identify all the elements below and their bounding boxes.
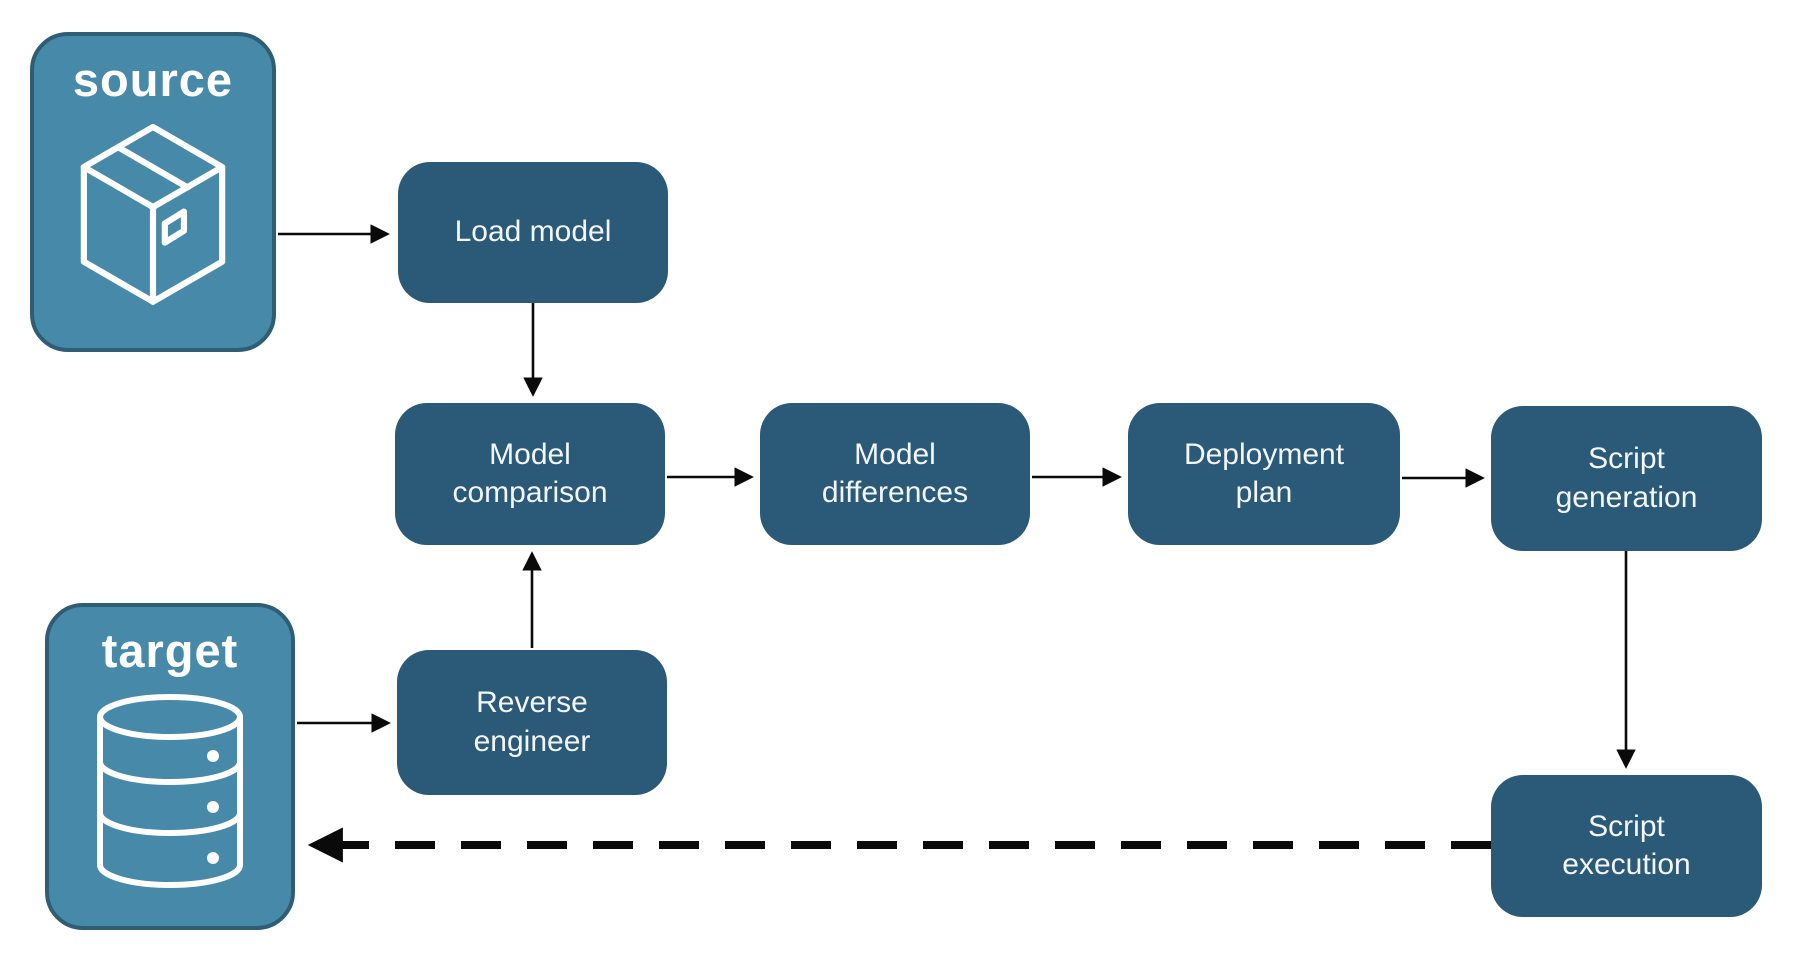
node-label: Reverse engineer — [473, 686, 591, 758]
node-script-generation: Script generation — [1491, 406, 1762, 551]
node-load-model: Load model — [398, 162, 668, 303]
node-label: Script generation — [1555, 442, 1698, 514]
node-label: Deployment plan — [1183, 437, 1345, 509]
node-label: Model differences — [821, 437, 969, 509]
target-label: target — [101, 624, 239, 677]
package-icon — [80, 123, 226, 305]
node-model-differences: Model differences — [760, 403, 1030, 545]
container-target: target — [45, 603, 295, 930]
node-reverse-engineer: Reverse engineer — [397, 650, 667, 795]
container-source: source — [30, 32, 276, 352]
database-icon — [97, 693, 243, 888]
node-model-comparison: Model comparison — [395, 403, 665, 545]
node-label: Model comparison — [452, 437, 608, 509]
node-deployment-plan: Deployment plan — [1128, 403, 1400, 545]
node-script-execution: Script execution — [1491, 775, 1762, 917]
source-label: source — [72, 53, 234, 106]
node-label: Load model — [454, 215, 612, 249]
node-label: Script execution — [1562, 809, 1691, 881]
